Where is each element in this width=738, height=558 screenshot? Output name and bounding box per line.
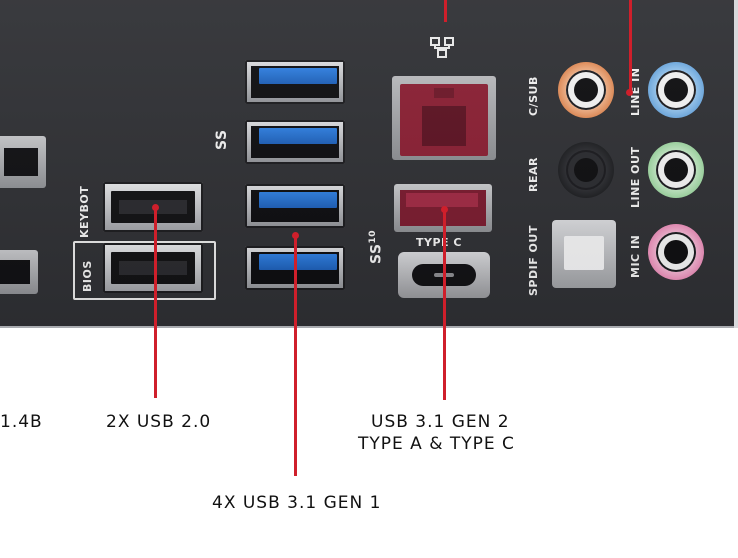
usb3-port-opening bbox=[251, 126, 339, 158]
leader-line-top-audio bbox=[629, 0, 632, 92]
usb3-port-tongue bbox=[259, 128, 337, 144]
bios-outline bbox=[73, 241, 216, 300]
ss-logo-usb3: SS bbox=[214, 129, 230, 150]
rear-io-panel: KEYBOT BIOS SS bbox=[0, 0, 738, 328]
network-icon-svg bbox=[430, 37, 454, 58]
audio-jack-hole bbox=[664, 158, 688, 182]
audio-jack-mic-in bbox=[648, 224, 704, 280]
hdmi-port-partial bbox=[0, 250, 38, 294]
ethernet-port-body bbox=[400, 84, 488, 156]
label-type-c: TYPE C bbox=[416, 236, 462, 249]
label-c-sub: C/SUB bbox=[527, 76, 540, 116]
ethernet-port-slot bbox=[422, 106, 466, 146]
panel-right-edge bbox=[734, 0, 738, 328]
ss10-logo: SS10 bbox=[368, 230, 385, 264]
audio-jack-hole bbox=[664, 240, 688, 264]
network-icon bbox=[428, 36, 458, 60]
label-rear: REAR bbox=[527, 157, 540, 192]
ss10-logo-10: 10 bbox=[368, 229, 378, 244]
usb3-port-tongue bbox=[259, 68, 337, 84]
spdif-optical-port bbox=[552, 220, 616, 288]
leader-line-usb31-gen1 bbox=[294, 236, 297, 476]
caption-usb31-gen2-line1: USB 3.1 GEN 2 bbox=[371, 412, 510, 432]
caption-usb31-gen1: 4X USB 3.1 GEN 1 bbox=[212, 493, 382, 513]
usb31-gen1-port-1 bbox=[245, 60, 345, 104]
caption-usb31-gen2-line2: TYPE A & TYPE C bbox=[358, 434, 515, 454]
usb31-gen2-port-tongue bbox=[406, 193, 478, 207]
audio-jack-c-sub bbox=[558, 62, 614, 118]
caption-hdmi-partial: 1.4B bbox=[0, 412, 43, 432]
leader-line-top-network bbox=[444, 0, 447, 22]
port-partial-opening bbox=[4, 148, 38, 176]
usb3-port-opening bbox=[251, 190, 339, 222]
ethernet-port-latch bbox=[434, 88, 454, 98]
leader-dot-top-audio bbox=[626, 89, 633, 96]
spdif-port-door bbox=[564, 236, 604, 270]
leader-dot-usb2 bbox=[152, 204, 159, 211]
leader-dot-usb31-gen2 bbox=[441, 206, 448, 213]
audio-jack-hole bbox=[574, 78, 598, 102]
label-keybot: KEYBOT bbox=[78, 185, 91, 238]
usb2-port-bios bbox=[103, 243, 203, 293]
panel-bottom-edge bbox=[0, 326, 738, 328]
usb3-port-tongue bbox=[259, 254, 337, 270]
usb31-gen1-port-2 bbox=[245, 120, 345, 164]
usb2-port-keybot bbox=[103, 182, 203, 232]
ss10-logo-ss: SS bbox=[368, 243, 385, 264]
usb31-gen1-port-3 bbox=[245, 184, 345, 228]
leader-dot-usb31-gen1 bbox=[292, 232, 299, 239]
label-spdif-out: SPDIF OUT bbox=[527, 225, 540, 296]
usb3-port-tongue bbox=[259, 192, 337, 208]
audio-jack-line-in bbox=[648, 62, 704, 118]
audio-jack-rear bbox=[558, 142, 614, 198]
label-line-out: LINE OUT bbox=[629, 146, 642, 208]
usb3-port-opening bbox=[251, 66, 339, 98]
caption-usb2: 2X USB 2.0 bbox=[106, 412, 212, 432]
label-mic-in: MIC IN bbox=[629, 234, 642, 278]
audio-jack-hole bbox=[574, 158, 598, 182]
ss-logo-usb3-text: SS bbox=[214, 129, 230, 150]
hdmi-port-opening bbox=[0, 260, 30, 284]
usb2-port-opening bbox=[111, 252, 195, 284]
usb2-port-tongue bbox=[119, 261, 187, 275]
ethernet-port bbox=[392, 76, 496, 160]
audio-jack-hole bbox=[664, 78, 688, 102]
audio-jack-line-out bbox=[648, 142, 704, 198]
leader-line-usb2 bbox=[154, 208, 157, 398]
port-partial-left bbox=[0, 136, 46, 188]
leader-line-usb31-gen2 bbox=[443, 210, 446, 400]
